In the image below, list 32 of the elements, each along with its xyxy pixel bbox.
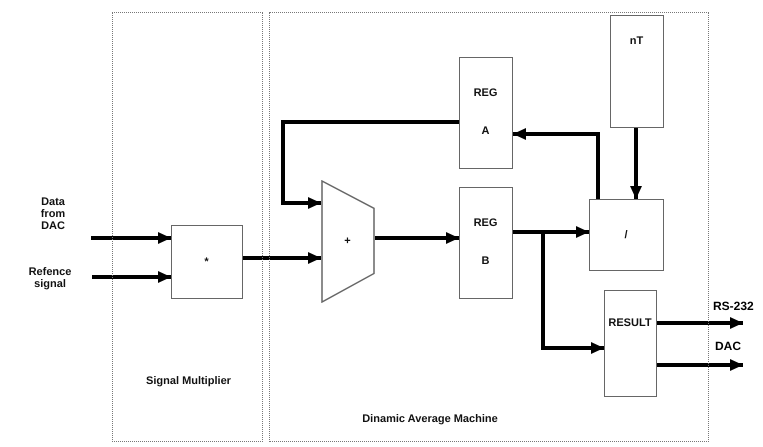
block-label: / <box>624 228 628 240</box>
block-label: nT <box>630 35 644 47</box>
period-block <box>610 14 664 128</box>
multiplier-block <box>170 224 242 298</box>
block-label: REG A <box>472 86 498 138</box>
arrow <box>92 271 171 283</box>
group-title: Dinamic Average Machine <box>361 413 499 425</box>
block-label: + <box>344 235 351 247</box>
group-title: Signal Multiplier <box>145 375 232 387</box>
arrow <box>630 128 642 199</box>
block-label: RESULT <box>608 317 652 329</box>
register-block <box>458 186 512 298</box>
arrow <box>513 230 604 354</box>
edge-label: DAC <box>714 339 742 353</box>
arrow <box>281 120 459 209</box>
arrow <box>375 232 459 244</box>
block-label: * <box>204 256 209 268</box>
arrow <box>243 252 321 264</box>
dashed-group-frame <box>269 12 709 442</box>
arrow <box>657 317 743 329</box>
result-register <box>604 290 656 396</box>
arrow <box>657 359 743 371</box>
register-block <box>458 56 512 168</box>
arrow <box>91 232 171 244</box>
block-label: REG B <box>472 216 498 268</box>
divider-block <box>588 198 664 270</box>
edge-label: RS-232 <box>712 299 755 313</box>
arrow <box>513 128 600 199</box>
adder-block <box>320 180 374 302</box>
input-label: Refence signal <box>28 266 72 290</box>
dashed-group-frame <box>112 12 263 442</box>
input-label: Data from DAC <box>40 196 66 232</box>
